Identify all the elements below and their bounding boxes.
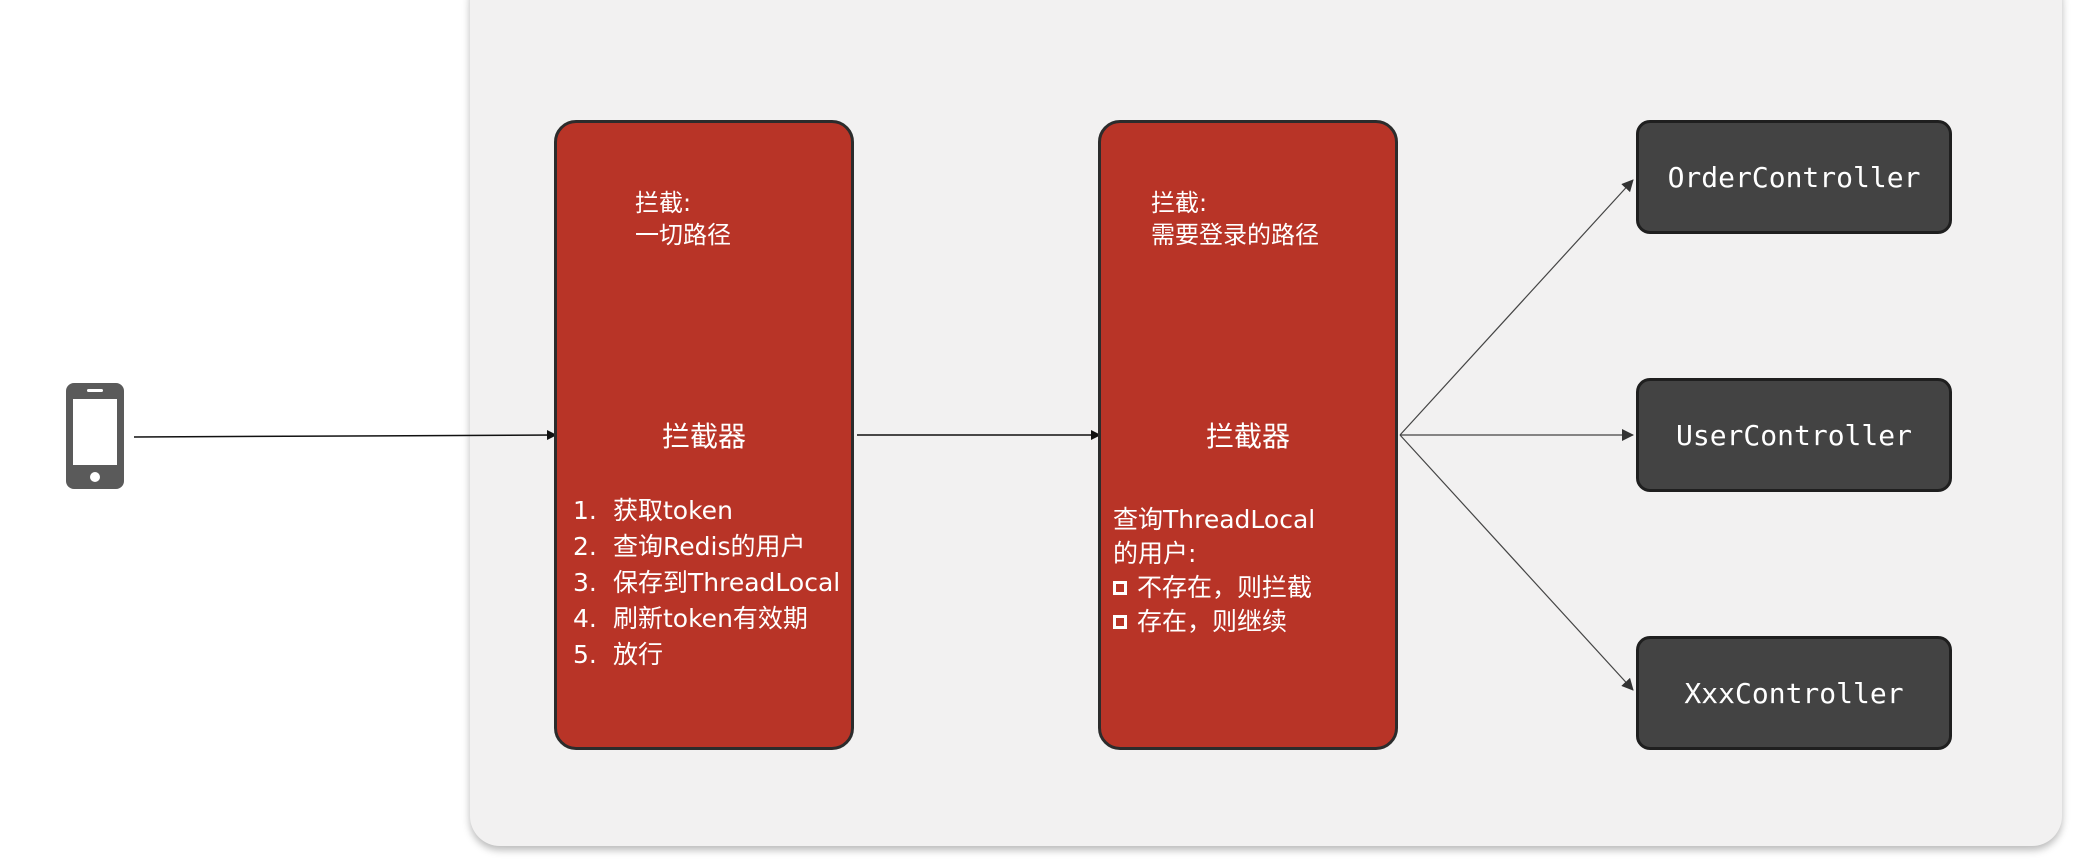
xxx-controller: XxxController [1636,636,1952,750]
arrow-phone-to-interceptor [133,430,557,441]
step-item: 1.获取token [573,496,733,525]
login-refresh-interceptor: 拦截: 一切路径 拦截器 1.获取token 2.查询Redis的用户 3.保存… [554,120,854,750]
step-item: 3.保存到ThreadLocal [573,568,841,597]
option-reject: 不存在，则拦截 [1113,571,1315,605]
arrow-to-order-controller [1399,179,1634,436]
mobile-phone-icon [66,383,124,489]
check-description-cont: 的用户: [1113,539,1197,568]
scope-label: 拦截: [635,189,692,217]
order-controller: OrderController [1636,120,1952,234]
auth-interceptor: 拦截: 需要登录的路径 拦截器 查询ThreadLocal 的用户: 不存在，则… [1098,120,1398,750]
interceptor-steps: 1.获取token 2.查询Redis的用户 3.保存到ThreadLocal … [573,493,840,673]
user-controller: UserController [1636,378,1952,492]
scope-value: 一切路径 [635,221,731,249]
interceptor-scope: 拦截: 一切路径 [635,187,731,251]
step-item: 4.刷新token有效期 [573,604,808,633]
arrow-to-xxx-controller [1399,434,1634,691]
interceptor-check: 查询ThreadLocal 的用户: 不存在，则拦截 存在，则继续 [1113,503,1315,639]
checkbox-icon [1113,581,1127,595]
option-continue: 存在，则继续 [1113,605,1315,639]
check-description: 查询ThreadLocal [1113,505,1316,534]
interceptor-title: 拦截器 [661,420,746,453]
interceptor-title: 拦截器 [1205,420,1290,453]
scope-label: 拦截: [1151,189,1208,217]
interceptor-scope: 拦截: 需要登录的路径 [1151,187,1319,251]
checkbox-icon [1113,615,1127,629]
step-item: 5.放行 [573,640,664,669]
step-item: 2.查询Redis的用户 [573,532,806,561]
scope-value: 需要登录的路径 [1151,221,1319,249]
